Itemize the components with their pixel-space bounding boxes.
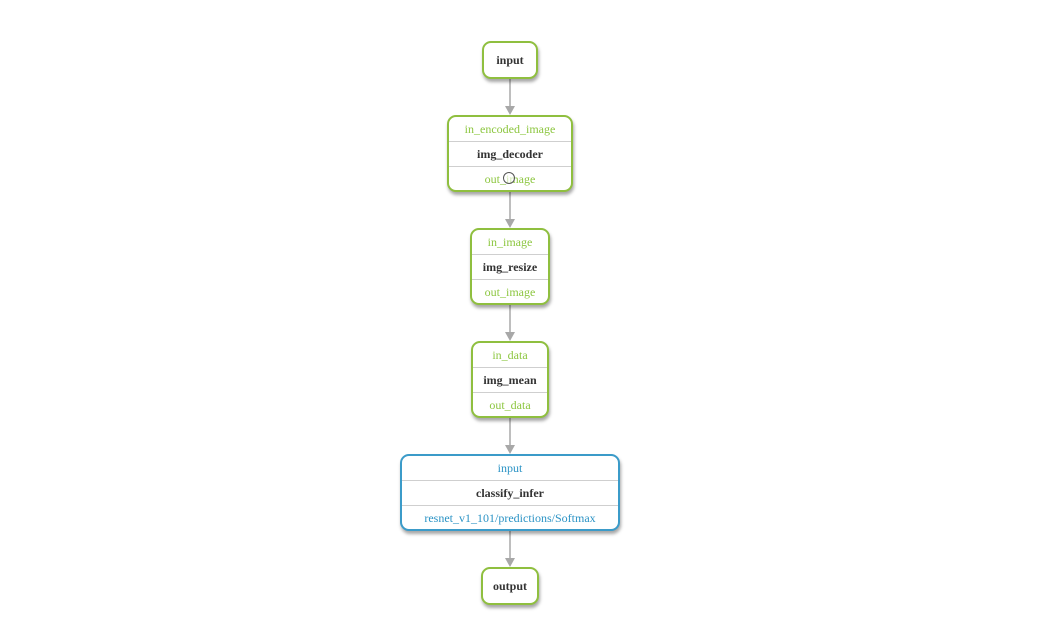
- node-output-label: output: [492, 578, 527, 593]
- edge-classify-infer-to-output: [505, 531, 515, 567]
- node-img-mean-in-port[interactable]: in_data: [473, 343, 547, 368]
- edge-img-decoder-to-img-resize: [505, 192, 515, 228]
- node-input-label: input: [496, 52, 524, 67]
- edge-img-mean-to-classify-infer: [505, 418, 515, 454]
- node-output[interactable]: output: [481, 567, 539, 605]
- node-img-resize-label: img_resize: [472, 255, 548, 280]
- node-img-mean-out-port[interactable]: out_data: [489, 398, 531, 412]
- edge-img-resize-to-img-mean: [505, 305, 515, 341]
- node-classify-infer-in-port[interactable]: input: [402, 456, 618, 481]
- node-img-decoder-in-port[interactable]: in_encoded_image: [449, 117, 571, 142]
- node-img-mean-label: img_mean: [473, 368, 547, 393]
- node-img-resize-in-port[interactable]: in_image: [472, 230, 548, 255]
- node-img-mean[interactable]: in_data img_mean out_data: [471, 341, 549, 418]
- node-classify-infer-label: classify_infer: [402, 481, 618, 506]
- node-img-resize[interactable]: in_image img_resize out_image: [470, 228, 550, 305]
- node-input[interactable]: input: [482, 41, 538, 79]
- mouse-cursor-icon: [503, 172, 515, 184]
- node-img-resize-out-port[interactable]: out_image: [484, 285, 536, 299]
- node-img-decoder-label: img_decoder: [449, 142, 571, 167]
- node-classify-infer-out-port[interactable]: resnet_v1_101/predictions/Softmax: [424, 511, 596, 525]
- node-classify-infer[interactable]: input classify_infer resnet_v1_101/predi…: [400, 454, 620, 531]
- edge-input-to-img-decoder: [505, 79, 515, 115]
